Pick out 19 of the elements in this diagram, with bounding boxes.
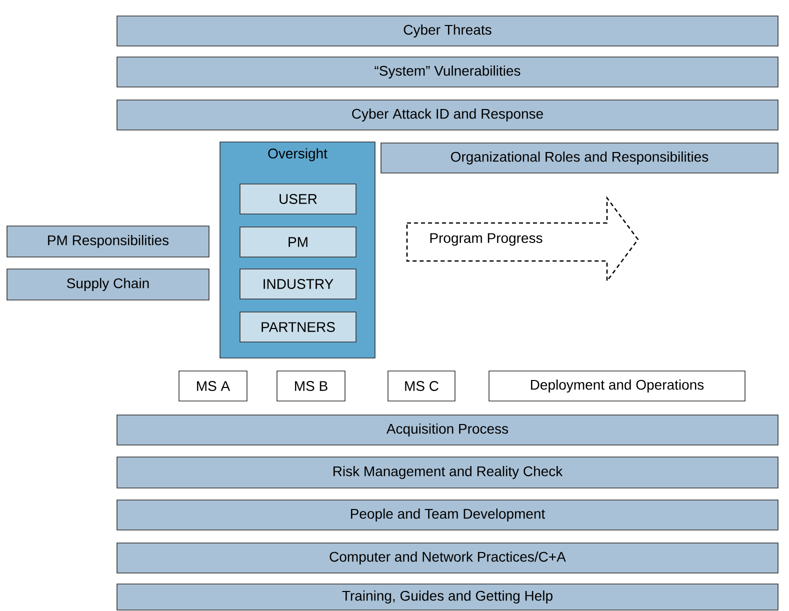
topic-bar: PM Responsibilities [6, 226, 210, 258]
topic-bar: Computer and Network Practices/C+A [116, 542, 778, 574]
topic-bar: Training, Guides and Getting Help [116, 584, 778, 610]
milestone-box: Deployment and Operations [488, 370, 746, 402]
stakeholder-box: INDUSTRY [240, 268, 356, 300]
topic-bar: Risk Management and Reality Check [116, 456, 778, 488]
topic-bar: Cyber Attack ID and Response [116, 100, 778, 130]
stakeholder-box: PM [240, 226, 356, 258]
topic-bar: Supply Chain [6, 268, 210, 300]
topic-bar: People and Team Development [116, 500, 778, 530]
milestone-box: MS B [276, 370, 346, 402]
stakeholder-box: USER [240, 184, 356, 214]
milestone-box: MS C [388, 370, 456, 402]
topic-bar: Acquisition Process [116, 414, 778, 446]
topic-bar: “System” Vulnerabilities [116, 56, 778, 88]
stakeholder-box: PARTNERS [240, 312, 356, 342]
topic-bar: Cyber Threats [116, 16, 778, 46]
topic-bar: Organizational Roles and Responsibilities [380, 142, 778, 174]
milestone-box: MS A [178, 370, 248, 402]
